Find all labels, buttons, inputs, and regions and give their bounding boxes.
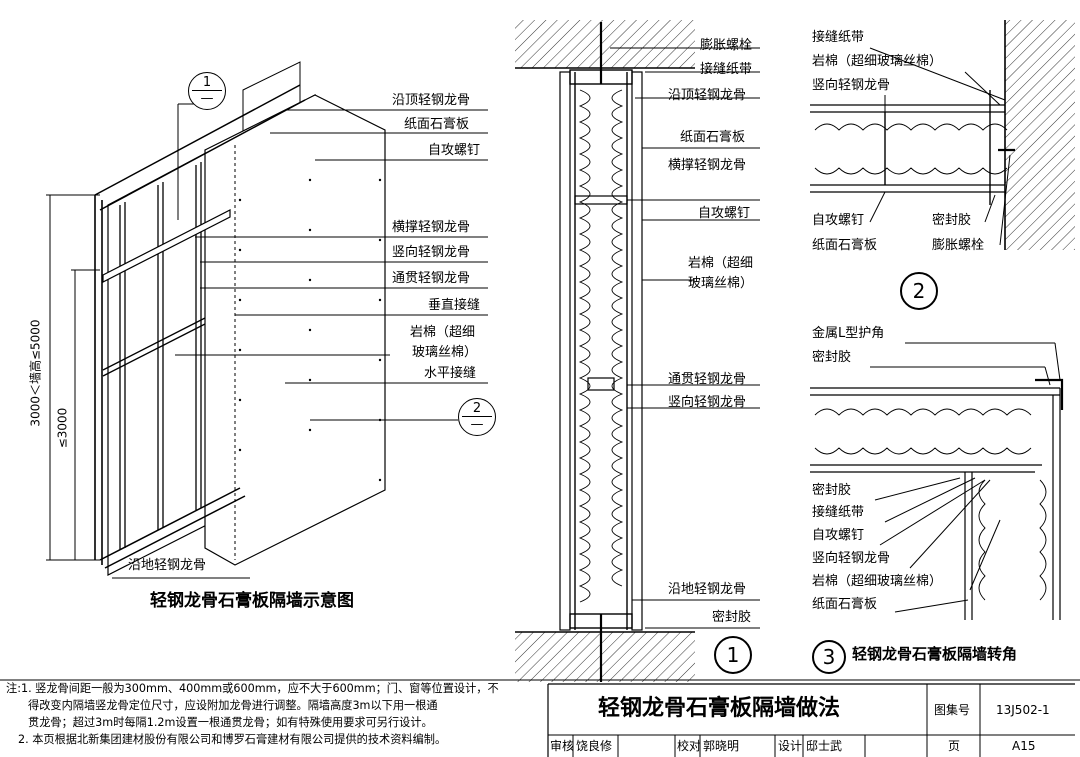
detail-3-drawing <box>810 342 1064 620</box>
det3-label-sealant-top: 密封胶 <box>812 350 852 365</box>
check-label: 校对 <box>677 739 702 753</box>
note-line-2: 得改变内隔墙竖龙骨定位尺寸，应设附加龙骨进行调整。隔墙高度3m以下用一根通 <box>28 699 438 712</box>
det3-label-gypsum-board: 纸面石膏板 <box>812 597 878 612</box>
axo-dim-inner: ≤3000 <box>55 407 70 449</box>
axonometric-view <box>46 61 488 579</box>
axo-callout-2-number: 2 <box>472 401 482 416</box>
axo-callout-1-number: 1 <box>202 75 212 90</box>
sec1-label-wool-1: 岩棉（超细 <box>688 256 754 271</box>
det2-label-sealant: 密封胶 <box>932 213 972 228</box>
sec1-label-top-track: 沿顶轻钢龙骨 <box>668 88 747 103</box>
axo-callout-1-divider <box>192 90 222 91</box>
notes-block: 注:1. 竖龙骨间距一般为300mm、400mm或600mm，应不大于600mm… <box>6 680 538 748</box>
axo-label-gypsum-board: 纸面石膏板 <box>404 117 470 132</box>
axo-label-horizontal-joint: 水平接缝 <box>424 366 477 381</box>
reviewer-name: 饶良修 <box>576 739 613 753</box>
atlas-number: 13J502-1 <box>996 703 1050 717</box>
page-label: 页 <box>948 739 961 753</box>
axo-label-vertical-stud: 竖向轻钢龙骨 <box>392 245 471 260</box>
axo-callout-2[interactable]: 2 — <box>458 398 496 436</box>
det2-label-expansion-bolt: 膨胀螺栓 <box>932 238 985 253</box>
sec1-label-floor-track: 沿地轻钢龙骨 <box>668 582 747 597</box>
detail-2-number: 2 <box>900 272 938 310</box>
det3-label-wool: 岩棉（超细玻璃丝棉） <box>812 574 943 589</box>
det3-label-sealant: 密封胶 <box>812 483 852 498</box>
design-label: 设计 <box>778 739 803 753</box>
checker-name: 郭晓明 <box>703 739 740 753</box>
sec1-label-gypsum-board: 纸面石膏板 <box>680 130 746 145</box>
detail-3-number: 3 <box>812 640 846 674</box>
det3-label-joint-tape: 接缝纸带 <box>812 505 865 520</box>
axo-callout-1[interactable]: 1 — <box>188 72 226 110</box>
sec1-label-tapping-screw: 自攻螺钉 <box>698 206 751 221</box>
axo-label-floor-track: 沿地轻钢龙骨 <box>128 558 207 573</box>
axo-callout-1-sheet: — <box>200 91 214 106</box>
axo-callout-2-divider <box>462 416 492 417</box>
det2-label-joint-tape: 接缝纸带 <box>812 30 865 45</box>
axo-label-wool-1: 岩棉（超细 <box>410 325 476 340</box>
note-line-3: 贯龙骨；超过3m时每隔1.2m设置一根通贯龙骨；如有特殊使用要求可另行设计。 <box>28 716 433 729</box>
sec1-label-vertical-stud: 竖向轻钢龙骨 <box>668 395 747 410</box>
page-number: A15 <box>1012 739 1036 753</box>
det2-label-tapping-screw: 自攻螺钉 <box>812 213 865 228</box>
note-line-4: 2. 本页根据北新集团建材股份有限公司和博罗石膏建材有限公司提供的技术资料编制。 <box>18 733 447 746</box>
detail-3-caption: 轻钢龙骨石膏板隔墙转角 <box>852 645 1018 663</box>
axo-label-top-track: 沿顶轻钢龙骨 <box>392 93 471 108</box>
axo-label-vertical-joint: 垂直接缝 <box>428 298 481 313</box>
axo-label-tapping-screw: 自攻螺钉 <box>428 143 481 158</box>
section-1-number: 1 <box>714 636 752 674</box>
det3-label-metal-corner: 金属L型护角 <box>812 326 885 341</box>
sec1-label-brace-stud: 横撑轻钢龙骨 <box>668 158 747 173</box>
axo-label-wool-2: 玻璃丝棉） <box>412 345 478 360</box>
axo-label-brace-stud: 横撑轻钢龙骨 <box>392 220 471 235</box>
drawing-title: 轻钢龙骨石膏板隔墙做法 <box>598 696 841 721</box>
sec1-label-through-channel: 通贯轻钢龙骨 <box>668 372 747 387</box>
axo-label-through-channel: 通贯轻钢龙骨 <box>392 271 471 286</box>
designer-name: 邸士武 <box>806 739 843 753</box>
review-label: 审核 <box>550 739 575 753</box>
det2-label-vertical-stud: 竖向轻钢龙骨 <box>812 78 891 93</box>
sec1-label-wool-2: 玻璃丝棉） <box>688 276 754 291</box>
atlas-label: 图集号 <box>934 703 971 717</box>
title-block-frame <box>0 679 1080 757</box>
axo-dim-outer: 3000＜墙高≤5000 <box>28 319 43 427</box>
sec1-label-expansion-bolt: 膨胀螺栓 <box>700 38 753 53</box>
axo-title: 轻钢龙骨石膏板隔墙示意图 <box>150 591 354 611</box>
det2-label-wool: 岩棉（超细玻璃丝棉） <box>812 54 943 69</box>
det3-label-vertical-stud: 竖向轻钢龙骨 <box>812 551 891 566</box>
det3-label-tapping-screw: 自攻螺钉 <box>812 528 865 543</box>
detail-2-drawing <box>810 20 1075 250</box>
axo-callout-2-sheet: — <box>470 417 484 432</box>
det2-label-gypsum-board: 纸面石膏板 <box>812 238 878 253</box>
sec1-label-joint-tape: 接缝纸带 <box>700 62 753 77</box>
section-1-drawing <box>515 20 760 682</box>
note-line-1: 注:1. 竖龙骨间距一般为300mm、400mm或600mm，应不大于600mm… <box>6 682 499 695</box>
sec1-label-sealant: 密封胶 <box>712 610 752 625</box>
